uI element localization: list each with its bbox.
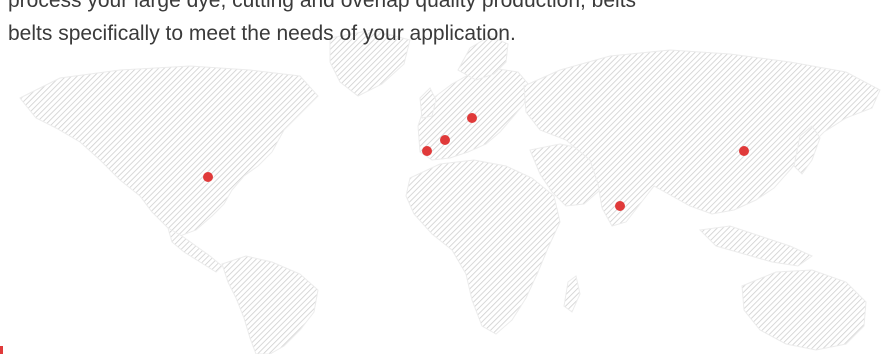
location-marker-spain [422, 146, 432, 156]
location-marker-china [739, 146, 749, 156]
location-marker-usa [203, 172, 213, 182]
accent-bar [0, 346, 3, 354]
scandinavia-landmass [457, 35, 509, 81]
intro-line-1: process your large dye, cutting and over… [8, 0, 637, 12]
uk-landmass [419, 87, 437, 119]
greenland-landmass [329, 29, 411, 97]
madagascar-landmass [563, 275, 581, 313]
intro-line-2: belts specifically to meet the needs of … [8, 22, 516, 45]
australia-landmass [741, 269, 867, 351]
location-marker-france [440, 135, 450, 145]
location-marker-germany [467, 113, 477, 123]
asia-landmass [523, 49, 881, 227]
intro-paragraph: process your large dye, cutting and over… [8, 0, 888, 50]
central-america-landmass [167, 226, 223, 273]
south-america-landmass [221, 255, 319, 354]
japan-landmass [793, 125, 821, 175]
location-marker-india [615, 201, 625, 211]
southeast-asia-islands-landmass [698, 225, 813, 267]
africa-landmass [405, 159, 561, 335]
north-america-landmass [19, 65, 319, 237]
